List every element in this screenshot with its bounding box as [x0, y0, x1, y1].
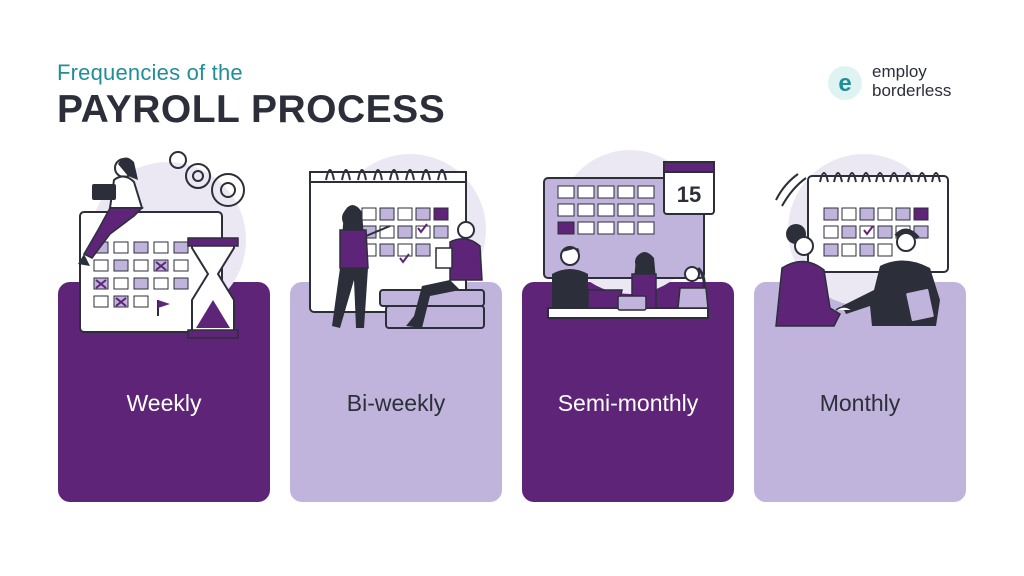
card-label-bi-weekly: Bi-weekly: [346, 390, 446, 416]
logo-mark-letter: e: [838, 70, 851, 97]
brand-logo: e employ borderless: [828, 62, 978, 102]
logo-mark-icon: e: [828, 66, 862, 100]
calendar-hourglass-icon: [58, 150, 270, 340]
card-label-weekly: Weekly: [126, 390, 202, 416]
logo-line2: borderless: [872, 81, 952, 100]
header-subtitle: Frequencies of the: [57, 60, 243, 85]
calendar-handshake-icon: [754, 150, 966, 340]
calendar-day-number: 15: [677, 182, 701, 207]
page-title: PAYROLL PROCESS: [57, 88, 446, 131]
logo-line1: employ: [872, 62, 927, 81]
calendar-people-icon: [290, 150, 502, 340]
logo-text: employ borderless: [872, 62, 951, 100]
card-label-semi-monthly: Semi-monthly: [557, 390, 699, 416]
card-label-monthly: Monthly: [819, 390, 901, 416]
calendar-team-icon: 15: [522, 150, 734, 340]
